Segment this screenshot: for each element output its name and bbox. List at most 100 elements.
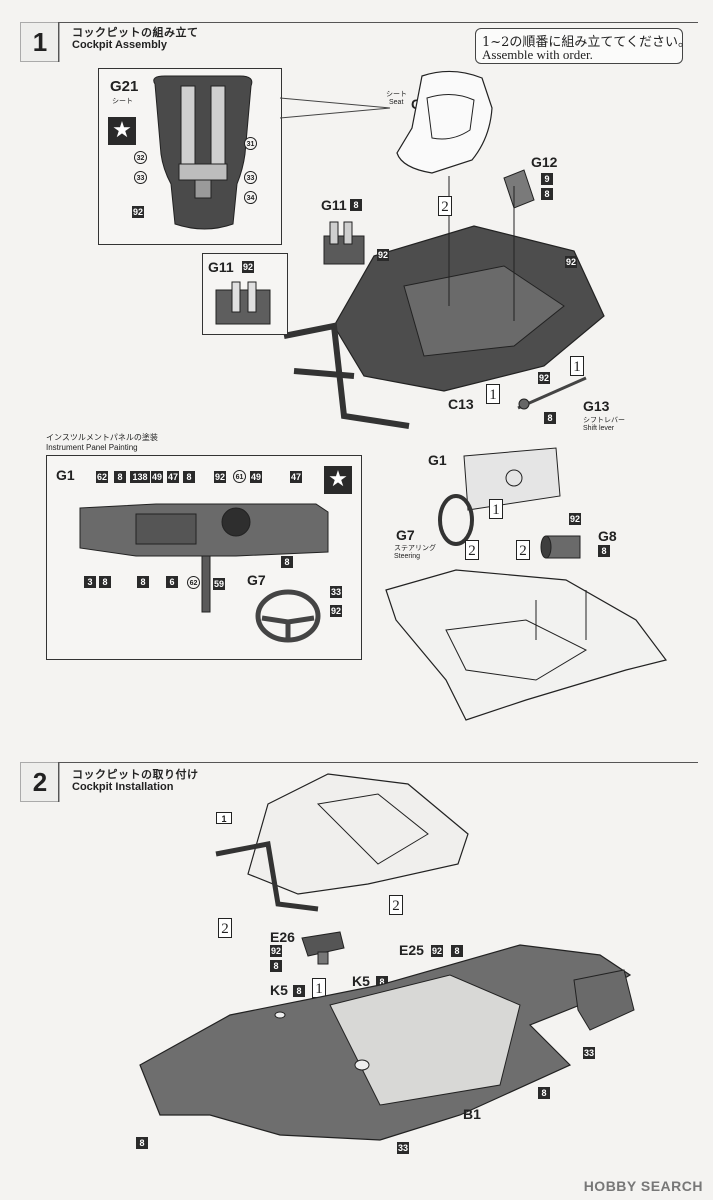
seat-drawing — [396, 70, 493, 174]
g11-color-8: 8 — [350, 199, 362, 211]
k5-color-8-left: 8 — [293, 985, 305, 997]
dash-seq-1: 1 — [489, 499, 503, 519]
step-2-number: 2 — [20, 762, 60, 802]
panel-color-8-b: 8 — [183, 471, 195, 483]
dash-seq-2-left: 2 — [465, 540, 479, 560]
assembly-order-notice: 1~2の順番に組み立ててください。 Assemble with order. — [475, 28, 691, 64]
inset-leader-line — [279, 97, 391, 119]
e26-color-92: 92 — [270, 945, 283, 957]
step-1-title-jp: コックピットの組み立て — [72, 26, 199, 39]
hobby-search-watermark: HOBBY SEARCH — [583, 1178, 703, 1194]
panel-color-8-a: 8 — [114, 471, 126, 483]
g11-inset-part: G11 — [208, 259, 234, 275]
k5-part-right: K5 — [352, 973, 370, 989]
step-2-title-jp: コックピットの取り付け — [72, 768, 199, 781]
belt-callout-33-left: 33 — [134, 171, 147, 184]
dash-g7-label-en: Steering — [394, 553, 421, 560]
g13-color-92: 92 — [538, 372, 551, 384]
g12-color-8: 8 — [541, 188, 553, 200]
cockpit-part-c13: C13 — [448, 396, 474, 412]
belt-callout-33-right: 33 — [244, 171, 257, 184]
g8-part: G8 — [598, 528, 617, 544]
floor-color-8-left: 8 — [136, 1137, 148, 1149]
panel-color-92: 92 — [214, 471, 227, 483]
step-1-number: 1 — [20, 22, 60, 62]
panel-color-59: 59 — [213, 578, 226, 590]
floor-chassis-drawing — [139, 944, 632, 1141]
e25-color-92: 92 — [431, 945, 444, 957]
notice-en: Assemble with order. — [482, 47, 593, 62]
e25-part: E25 — [399, 942, 424, 958]
step-2-divider — [58, 762, 698, 763]
panel-title-jp: インスツルメントパネルの塗装 — [46, 433, 158, 442]
g11-part: G11 — [321, 197, 347, 213]
panel-color-47-b: 47 — [290, 471, 303, 483]
cockpit-tub-drawing — [283, 176, 605, 429]
seq-1-left: 1 — [486, 384, 500, 404]
step-2-left-rule — [58, 762, 59, 802]
seq-1-right: 1 — [570, 356, 584, 376]
step2-seq-2-right: 2 — [389, 895, 403, 915]
g13-color-8: 8 — [544, 412, 556, 424]
belt-color-92: 92 — [132, 206, 145, 218]
cockpit-subassembly-drawing — [215, 773, 469, 912]
instrument-panel-drawing — [79, 503, 329, 557]
step2-seq-2-left: 2 — [218, 918, 232, 938]
dash-seq-2-right: 2 — [516, 540, 530, 560]
panel-color-62-b: 62 — [187, 576, 200, 589]
cockpit-frame-drawing — [385, 569, 668, 721]
g11-body-color-92: 92 — [377, 249, 390, 261]
step-2-title-en: Cockpit Installation — [72, 781, 174, 793]
g11-inset-color-92: 92 — [242, 261, 255, 273]
g13-label-jp: シフトレバー — [583, 416, 625, 424]
g11-inset-drawing — [215, 281, 271, 325]
g8-color-92: 92 — [569, 513, 582, 525]
panel-color-6: 6 — [166, 576, 178, 588]
panel-title-en: Instrument Panel Painting — [46, 443, 138, 452]
panel-steering-drawing — [255, 589, 321, 643]
k5-part-left: K5 — [270, 982, 288, 998]
step-2-ref-1: 1 — [216, 812, 232, 824]
belt-label-jp: シート — [112, 97, 133, 105]
panel-color-49-b: 49 — [250, 471, 263, 483]
panel-color-62: 62 — [96, 471, 109, 483]
g11-drawing — [323, 221, 365, 265]
floor-color-33-right: 33 — [583, 1047, 596, 1059]
cockpit-color-92: 92 — [565, 256, 578, 268]
g8-color-8: 8 — [598, 545, 610, 557]
step-1-left-rule — [58, 22, 59, 62]
e26-drawing — [301, 931, 345, 965]
dash-panel-drawing — [463, 447, 561, 511]
rear-bulkhead-drawing — [573, 969, 635, 1031]
panel-color-61: 61 — [233, 470, 246, 483]
floor-color-33-bottom: 33 — [397, 1142, 410, 1154]
step-1-title-en: Cockpit Assembly — [72, 39, 167, 51]
g13-label-en: Shift lever — [583, 425, 615, 432]
g12-color-9: 9 — [541, 173, 553, 185]
g13-drawing — [517, 376, 587, 410]
panel-g7-part: G7 — [247, 572, 266, 588]
dash-g7-part: G7 — [396, 527, 415, 543]
e26-color-8: 8 — [270, 960, 282, 972]
dash-steering-drawing — [438, 494, 474, 546]
panel-g7-color-33: 33 — [330, 586, 343, 598]
belt-part-g21: G21 — [110, 78, 139, 95]
panel-color-49-a: 49 — [151, 471, 164, 483]
seat-label-jp: シート — [386, 90, 407, 98]
seq-2-seat: 2 — [438, 196, 452, 216]
g13-part: G13 — [583, 398, 610, 414]
panel-star-icon: ★ — [324, 466, 352, 494]
panel-part-g1: G1 — [56, 467, 75, 483]
panel-color-8-c: 8 — [99, 576, 111, 588]
panel-color-8-e: 8 — [281, 556, 293, 568]
e26-part: E26 — [270, 929, 295, 945]
notice-jp: 1~2の順番に組み立ててください。 — [482, 35, 692, 50]
belt-callout-34: 34 — [244, 191, 257, 204]
seat-belt-drawing — [153, 75, 253, 230]
star-icon: ★ — [108, 117, 136, 145]
panel-color-138: 138 — [130, 471, 150, 483]
floor-part-b1: B1 — [463, 1106, 481, 1122]
belt-callout-31: 31 — [244, 137, 257, 150]
e25-color-8: 8 — [451, 945, 463, 957]
dash-g7-label-jp: ステアリング — [394, 544, 436, 552]
